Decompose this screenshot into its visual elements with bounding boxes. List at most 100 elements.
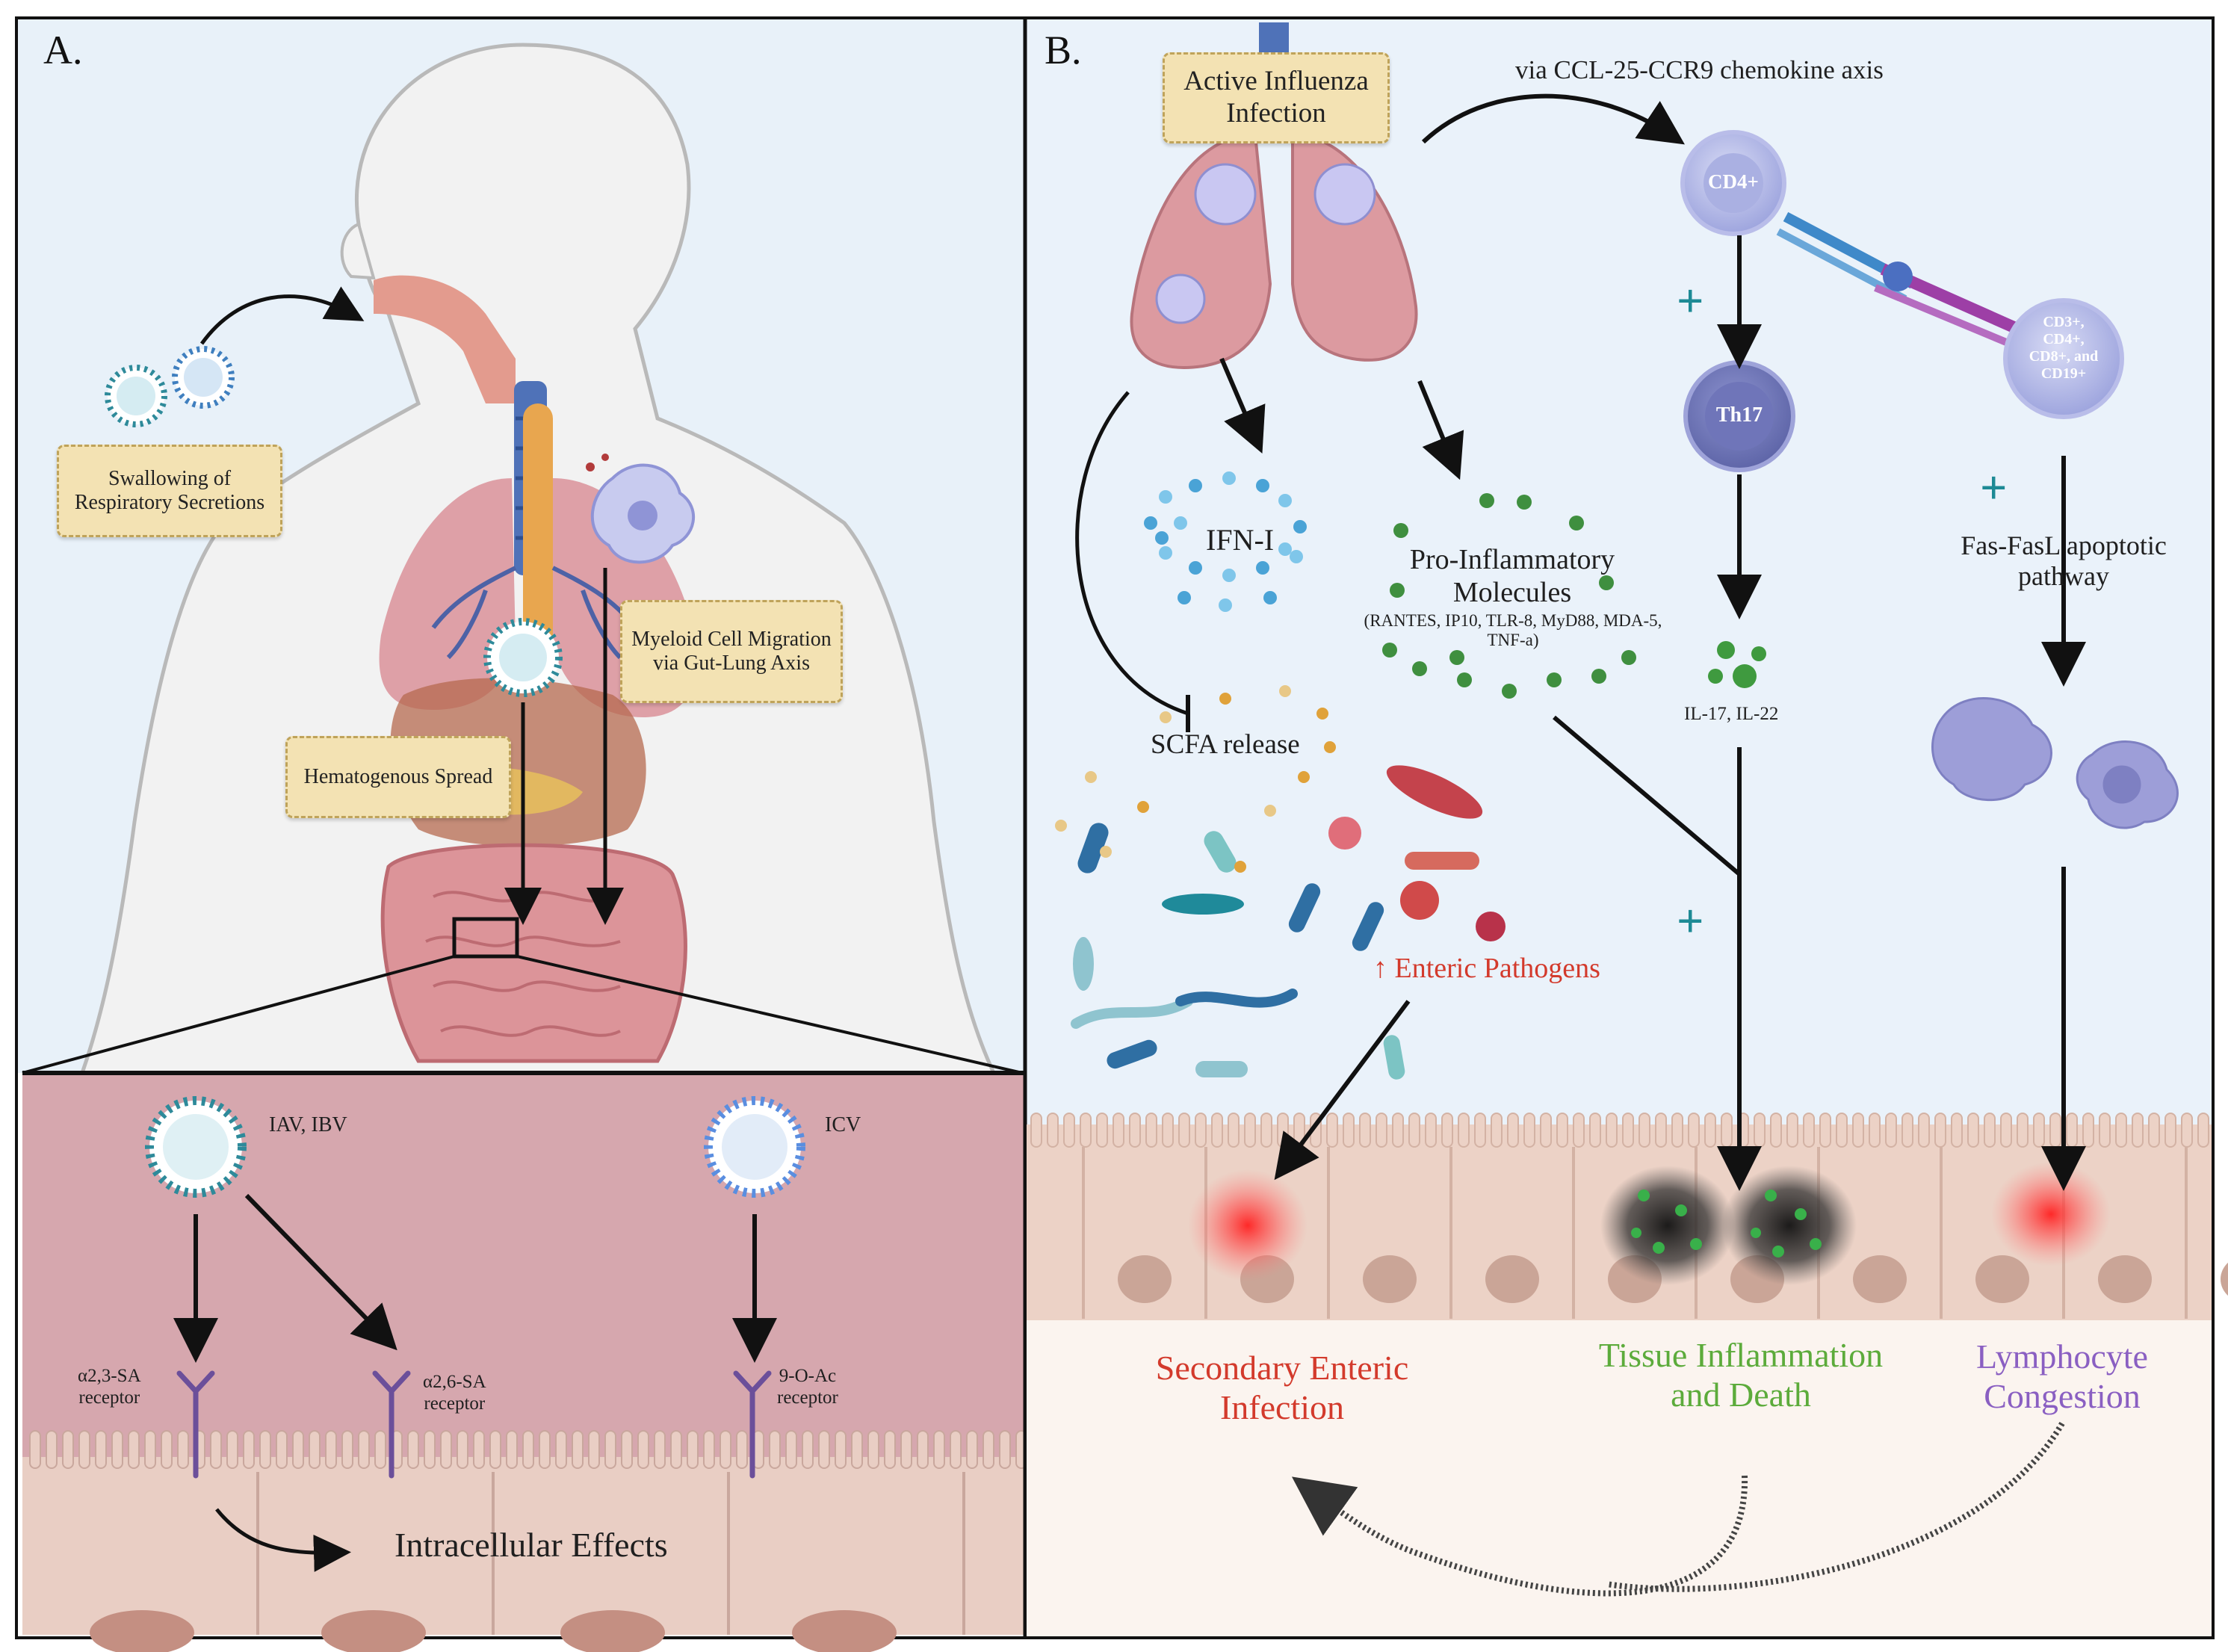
icv-label: ICV bbox=[825, 1113, 861, 1136]
ifn-dot bbox=[1293, 520, 1307, 533]
microvillus bbox=[424, 1430, 436, 1469]
secondary-enteric-infection-label: Secondary Enteric Infection bbox=[1155, 1349, 1409, 1426]
microvillus bbox=[309, 1430, 321, 1469]
ifn-dot bbox=[1155, 531, 1169, 545]
microvilli-b bbox=[1030, 1113, 2209, 1148]
microvillus bbox=[736, 1430, 748, 1469]
apoptotic-cells bbox=[1931, 697, 2179, 829]
microvillus bbox=[2148, 1113, 2160, 1148]
microvillus bbox=[1967, 1113, 1979, 1148]
active-influenza-box: Active Influenza Infection bbox=[1163, 52, 1390, 143]
microvillus bbox=[374, 1430, 386, 1469]
microvillus bbox=[407, 1430, 419, 1469]
inflammation-dots bbox=[1631, 1189, 1822, 1257]
intracellular-arrow bbox=[215, 1508, 351, 1572]
microvillus bbox=[95, 1430, 107, 1469]
cell-nucleus bbox=[1118, 1255, 1172, 1303]
microvillus bbox=[457, 1430, 468, 1469]
cell-interaction-receptors bbox=[1776, 211, 2020, 347]
ifn-dot bbox=[1219, 598, 1232, 612]
microvillus bbox=[2132, 1113, 2144, 1148]
microvillus bbox=[654, 1430, 666, 1469]
microvillus bbox=[1359, 1113, 1371, 1148]
microvillus bbox=[1178, 1113, 1190, 1148]
il-label: IL-17, IL-22 bbox=[1684, 704, 1779, 724]
microvillus bbox=[341, 1430, 353, 1469]
microvillus bbox=[1901, 1113, 1913, 1148]
pro-inflammatory-dot bbox=[1547, 672, 1562, 687]
microvillus bbox=[1228, 1113, 1240, 1148]
microvillus bbox=[1885, 1113, 1897, 1148]
ifn-dots bbox=[1144, 471, 1307, 612]
microvillus bbox=[983, 1430, 994, 1469]
ifn-dot bbox=[1159, 546, 1172, 560]
ccl-axis-label: via CCL-25-CCR9 chemokine axis bbox=[1515, 55, 1884, 84]
scfa-dot bbox=[1234, 861, 1246, 873]
microvillus bbox=[1030, 1113, 1042, 1148]
microvillus bbox=[1129, 1113, 1141, 1148]
microvillus bbox=[802, 1430, 814, 1469]
microvillus bbox=[2197, 1113, 2209, 1148]
plus-icon: + bbox=[1677, 894, 1704, 947]
cd4-label: CD4+ bbox=[1708, 170, 1759, 193]
infection-glow bbox=[1188, 1169, 1308, 1281]
cell-nucleus bbox=[2098, 1255, 2152, 1303]
a26-receptor-line2: receptor bbox=[424, 1393, 486, 1414]
ifn-dot bbox=[1290, 550, 1303, 563]
ifn-dot bbox=[1144, 516, 1157, 530]
scfa-dot bbox=[1316, 708, 1328, 720]
pro-inflammatory-dot bbox=[1591, 669, 1606, 684]
cell-nucleus bbox=[2221, 1262, 2228, 1296]
microvillus bbox=[144, 1430, 156, 1469]
scfa-dot bbox=[1085, 771, 1097, 783]
microvillus bbox=[78, 1430, 90, 1469]
th17-label: Th17 bbox=[1715, 403, 1763, 427]
gut-microbes bbox=[1071, 765, 1506, 1080]
iav-ibv-label: IAV, IBV bbox=[269, 1113, 347, 1136]
pro-inflammatory-dot bbox=[1382, 643, 1397, 658]
lymphocyte-congestion-label: Lymphocyte Congestion bbox=[1976, 1337, 2148, 1415]
gut-epithelium bbox=[22, 1457, 1024, 1635]
a23-receptor-line1: α2,3-SA bbox=[78, 1366, 141, 1386]
microvillus bbox=[1063, 1113, 1075, 1148]
ifn-dot bbox=[1256, 479, 1269, 492]
zoom-line-right bbox=[516, 955, 1023, 1074]
microvillus bbox=[489, 1430, 501, 1469]
virus-in-lung bbox=[483, 618, 563, 697]
microvillus bbox=[276, 1430, 288, 1469]
microvillus bbox=[950, 1430, 962, 1469]
microvillus bbox=[29, 1430, 41, 1469]
pro-inflammatory-dot bbox=[1390, 583, 1405, 598]
th17-cell bbox=[1683, 360, 1795, 472]
microvillus bbox=[539, 1430, 551, 1469]
microvillus bbox=[522, 1430, 534, 1469]
pro-inflammatory-dot bbox=[1621, 650, 1636, 665]
microvillus bbox=[1523, 1113, 1535, 1148]
panel-b-lumen bbox=[1027, 1319, 2212, 1636]
panel-a-letter: A. bbox=[43, 28, 83, 72]
ifn-dot bbox=[1278, 494, 1292, 507]
pro-arrow bbox=[1417, 380, 1464, 480]
ifn-dot bbox=[1222, 569, 1236, 582]
microvillus bbox=[1688, 1113, 1700, 1148]
microvillus bbox=[1507, 1113, 1519, 1148]
microvillus bbox=[1918, 1113, 1930, 1148]
pro-inflammatory-title: Pro-Inflammatory Molecules bbox=[1409, 544, 1615, 608]
pro-inflammatory-dot bbox=[1502, 684, 1517, 699]
microvillus bbox=[933, 1430, 945, 1469]
microvillus bbox=[999, 1430, 1011, 1469]
microvillus bbox=[1244, 1113, 1256, 1148]
microvillus bbox=[1277, 1113, 1289, 1148]
microvillus bbox=[1113, 1113, 1124, 1148]
scfa-dot bbox=[1137, 801, 1149, 813]
pro-inflammatory-dots bbox=[1382, 493, 1636, 699]
microvillus bbox=[637, 1430, 649, 1469]
microvillus bbox=[818, 1430, 830, 1469]
enteric-to-epithelium-arrow bbox=[1274, 1000, 1411, 1181]
microvillus bbox=[1474, 1113, 1486, 1148]
enteric-pathogens-label: ↑ Enteric Pathogens bbox=[1373, 953, 1600, 984]
scfa-dots bbox=[1055, 685, 1336, 873]
microvillus bbox=[1754, 1113, 1766, 1148]
microvillus bbox=[1869, 1113, 1881, 1148]
